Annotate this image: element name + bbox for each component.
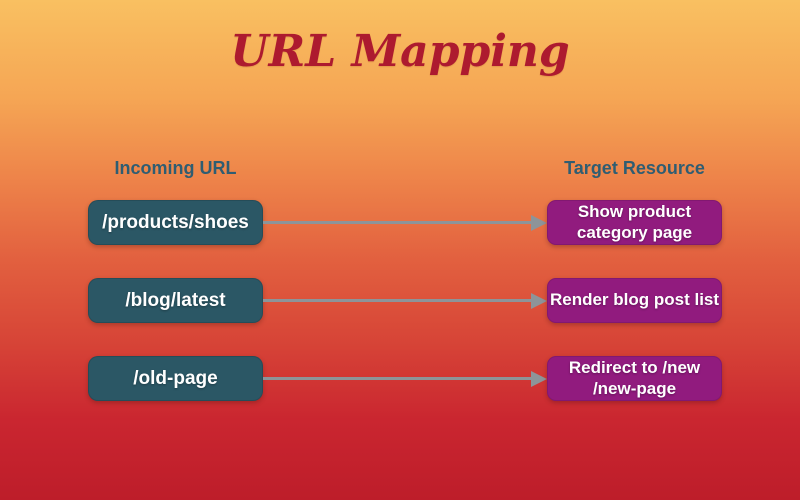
- arrow-right-icon: [263, 292, 547, 309]
- arrow-right-icon: [263, 370, 547, 387]
- column-header-incoming-url: Incoming URL: [114, 158, 237, 178]
- incoming-url-box: /products/shoes: [88, 200, 263, 245]
- mapping-row: /old-page Redirect to /new /new-page: [0, 356, 800, 401]
- incoming-url-box: /blog/latest: [88, 278, 263, 323]
- mapping-row: /blog/latest Render blog post list: [0, 278, 800, 323]
- target-resource-box: Redirect to /new /new-page: [547, 356, 722, 401]
- arrow-right-icon: [263, 214, 547, 231]
- target-resource-box: Render blog post list: [547, 278, 722, 323]
- page-title: URL Mapping: [230, 26, 570, 77]
- column-header-target-resource: Target Resource: [564, 158, 705, 178]
- incoming-url-box: /old-page: [88, 356, 263, 401]
- mapping-row: /products/shoes Show product category pa…: [0, 200, 800, 245]
- target-resource-box: Show product category page: [547, 200, 722, 245]
